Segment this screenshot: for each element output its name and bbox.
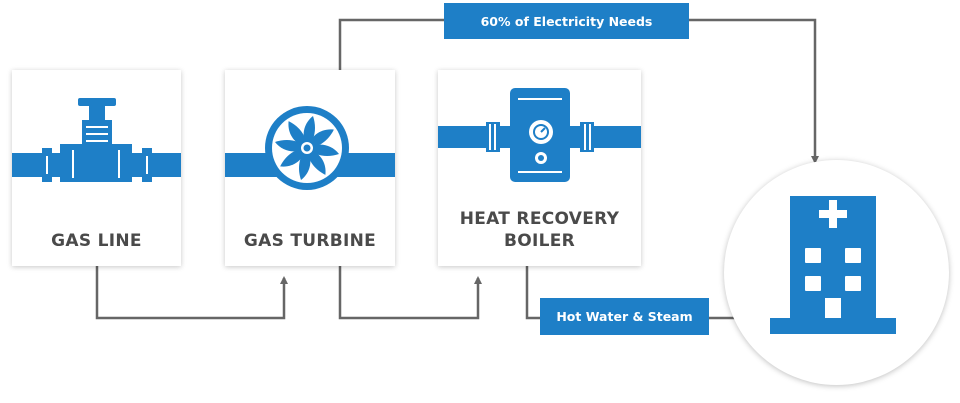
heat-recovery-boiler-label-line1: HEAT RECOVERY xyxy=(459,209,620,229)
gas-line-label: GAS LINE xyxy=(51,231,142,251)
hospital-building-icon xyxy=(770,196,896,334)
valve-pipe-icon xyxy=(12,98,181,182)
hot-water-steam-flow-label: Hot Water & Steam xyxy=(540,298,709,335)
heat-recovery-boiler-card: HEAT RECOVERY BOILER xyxy=(438,70,641,266)
connector-gasline-to-turbine xyxy=(95,266,288,320)
heat-recovery-boiler-label-line2: BOILER xyxy=(503,231,576,251)
hospital-destination xyxy=(724,160,949,385)
electricity-flow-label: 60% of Electricity Needs xyxy=(444,3,689,39)
connector-turbine-to-boiler xyxy=(338,266,482,320)
gas-turbine-card: GAS TURBINE xyxy=(225,70,395,266)
turbine-fan-icon xyxy=(225,106,395,190)
gas-line-card: GAS LINE xyxy=(12,70,181,266)
boiler-gauge-icon xyxy=(438,88,641,182)
gas-turbine-label: GAS TURBINE xyxy=(243,231,377,251)
